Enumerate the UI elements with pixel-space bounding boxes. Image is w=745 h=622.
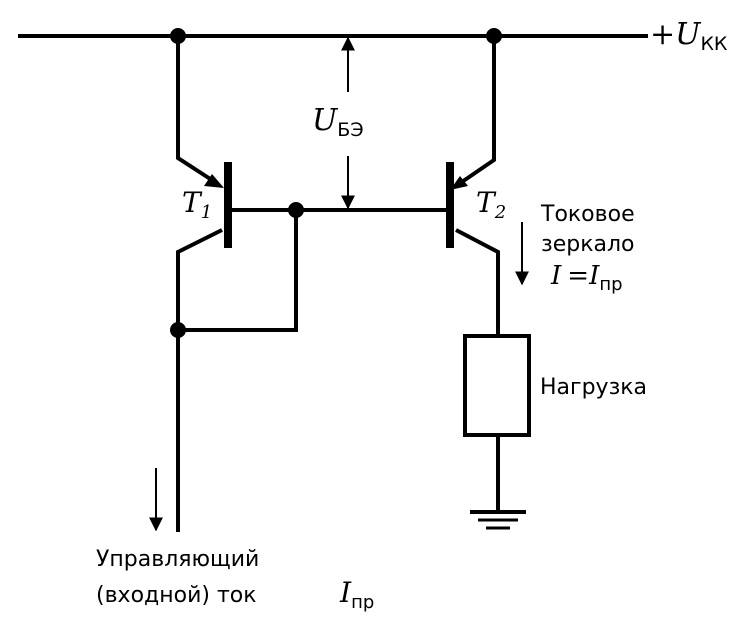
junction-dot-rail-right: [486, 28, 502, 44]
mirror-equation: I=Iпр: [550, 261, 623, 295]
junction-dot-rail-left: [170, 28, 186, 44]
load-resistor: [463, 334, 531, 437]
mirror-caption-line2: зеркало: [541, 232, 635, 257]
control-current-symbol: Iпр: [339, 576, 374, 613]
junction-dot-collector: [170, 322, 186, 338]
t2-emitter-arrow: [450, 176, 468, 190]
t2-collector-lead: [455, 228, 500, 336]
vbe-label: UБЭ: [312, 103, 364, 141]
ground-icon: [470, 510, 526, 530]
t1-diode-link: [178, 210, 298, 332]
t1-label: T1: [182, 186, 212, 223]
junction-dot-base: [288, 202, 304, 218]
t2-emitter-lead: [454, 36, 496, 188]
control-caption-line1: Управляющий: [96, 547, 259, 572]
load-label: Нагрузка: [540, 375, 647, 400]
t1-emitter-lead: [176, 36, 220, 186]
t1-collector-lead: [176, 228, 223, 532]
t2-label: T2: [476, 186, 506, 223]
t1-emitter-arrow: [204, 174, 224, 188]
control-caption-line2: (входной) ток: [96, 583, 257, 608]
mirror-caption-line1: Токовое: [540, 202, 635, 227]
supply-label: +UКК: [650, 17, 728, 55]
